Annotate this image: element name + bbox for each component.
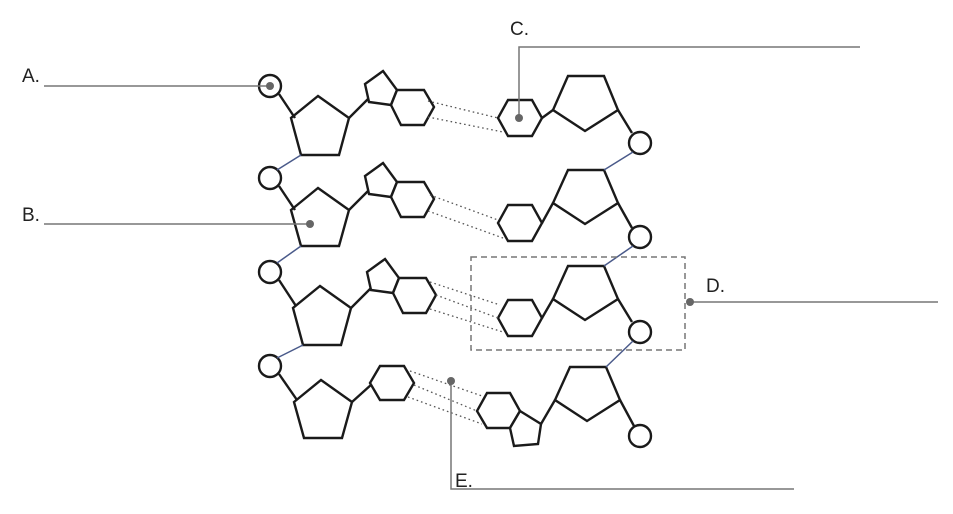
bond-line xyxy=(277,279,298,307)
purine-base xyxy=(363,161,399,199)
pointer-dot-d xyxy=(686,298,694,306)
leader-line-e xyxy=(450,381,794,490)
sugar-pentagon xyxy=(289,186,351,248)
bond-line xyxy=(541,109,554,119)
pyrimidine-base xyxy=(368,364,416,402)
purine-base xyxy=(363,69,399,107)
purine-base xyxy=(389,180,436,219)
bond-line xyxy=(278,373,298,401)
bond-line xyxy=(350,287,372,309)
pointer-dot-c xyxy=(515,114,523,122)
sugar-pentagon xyxy=(553,365,622,423)
purine-base xyxy=(389,88,436,127)
bond-line xyxy=(616,298,634,323)
pyrimidine-base xyxy=(496,298,544,338)
bond-line xyxy=(616,202,634,229)
bond-line xyxy=(278,185,296,211)
sugar-pentagon xyxy=(291,284,353,347)
purine-base xyxy=(508,409,543,448)
leader-dots xyxy=(266,82,694,385)
bond-line xyxy=(616,109,634,134)
label-d: D. xyxy=(706,276,725,297)
bond-line xyxy=(539,399,557,425)
pointer-dot-e xyxy=(447,377,455,385)
label-e: E. xyxy=(455,471,473,492)
sugar-pentagon xyxy=(289,94,351,157)
left-strand xyxy=(257,69,438,440)
pyrimidine-base xyxy=(496,203,544,243)
sugar-pentagon xyxy=(551,74,620,133)
sugar-pentagon xyxy=(551,168,620,226)
phosphate-circle xyxy=(257,165,283,191)
right-strand xyxy=(475,74,653,449)
bond-line xyxy=(540,298,555,319)
bond-line xyxy=(540,202,555,224)
bond-line xyxy=(278,93,296,119)
purine-base xyxy=(391,276,438,315)
label-b: B. xyxy=(22,205,40,226)
purine-base xyxy=(365,257,401,295)
phosphate-circle xyxy=(627,319,653,345)
hydrogen-bonds xyxy=(407,100,504,425)
label-c: C. xyxy=(510,19,529,40)
bond-line xyxy=(348,97,370,119)
leader-line-c xyxy=(518,46,860,118)
right-backbone xyxy=(603,151,634,368)
phosphate-circle xyxy=(627,224,653,250)
label-a: A. xyxy=(22,66,40,87)
left-backbone xyxy=(276,154,304,359)
bond-line xyxy=(348,189,370,211)
bond-line xyxy=(618,399,636,427)
sugar-pentagon xyxy=(551,264,620,322)
phosphate-circle xyxy=(257,259,283,285)
pointer-dot-b xyxy=(306,220,314,228)
pointer-dot-a xyxy=(266,82,274,90)
phosphate-circle xyxy=(257,353,283,379)
bond-line xyxy=(351,383,373,403)
leader-lines xyxy=(44,46,938,490)
sugar-pentagon xyxy=(292,378,354,440)
nucleotide-box xyxy=(470,256,686,351)
phosphate-circle xyxy=(627,423,653,449)
phosphate-circle xyxy=(627,130,653,156)
